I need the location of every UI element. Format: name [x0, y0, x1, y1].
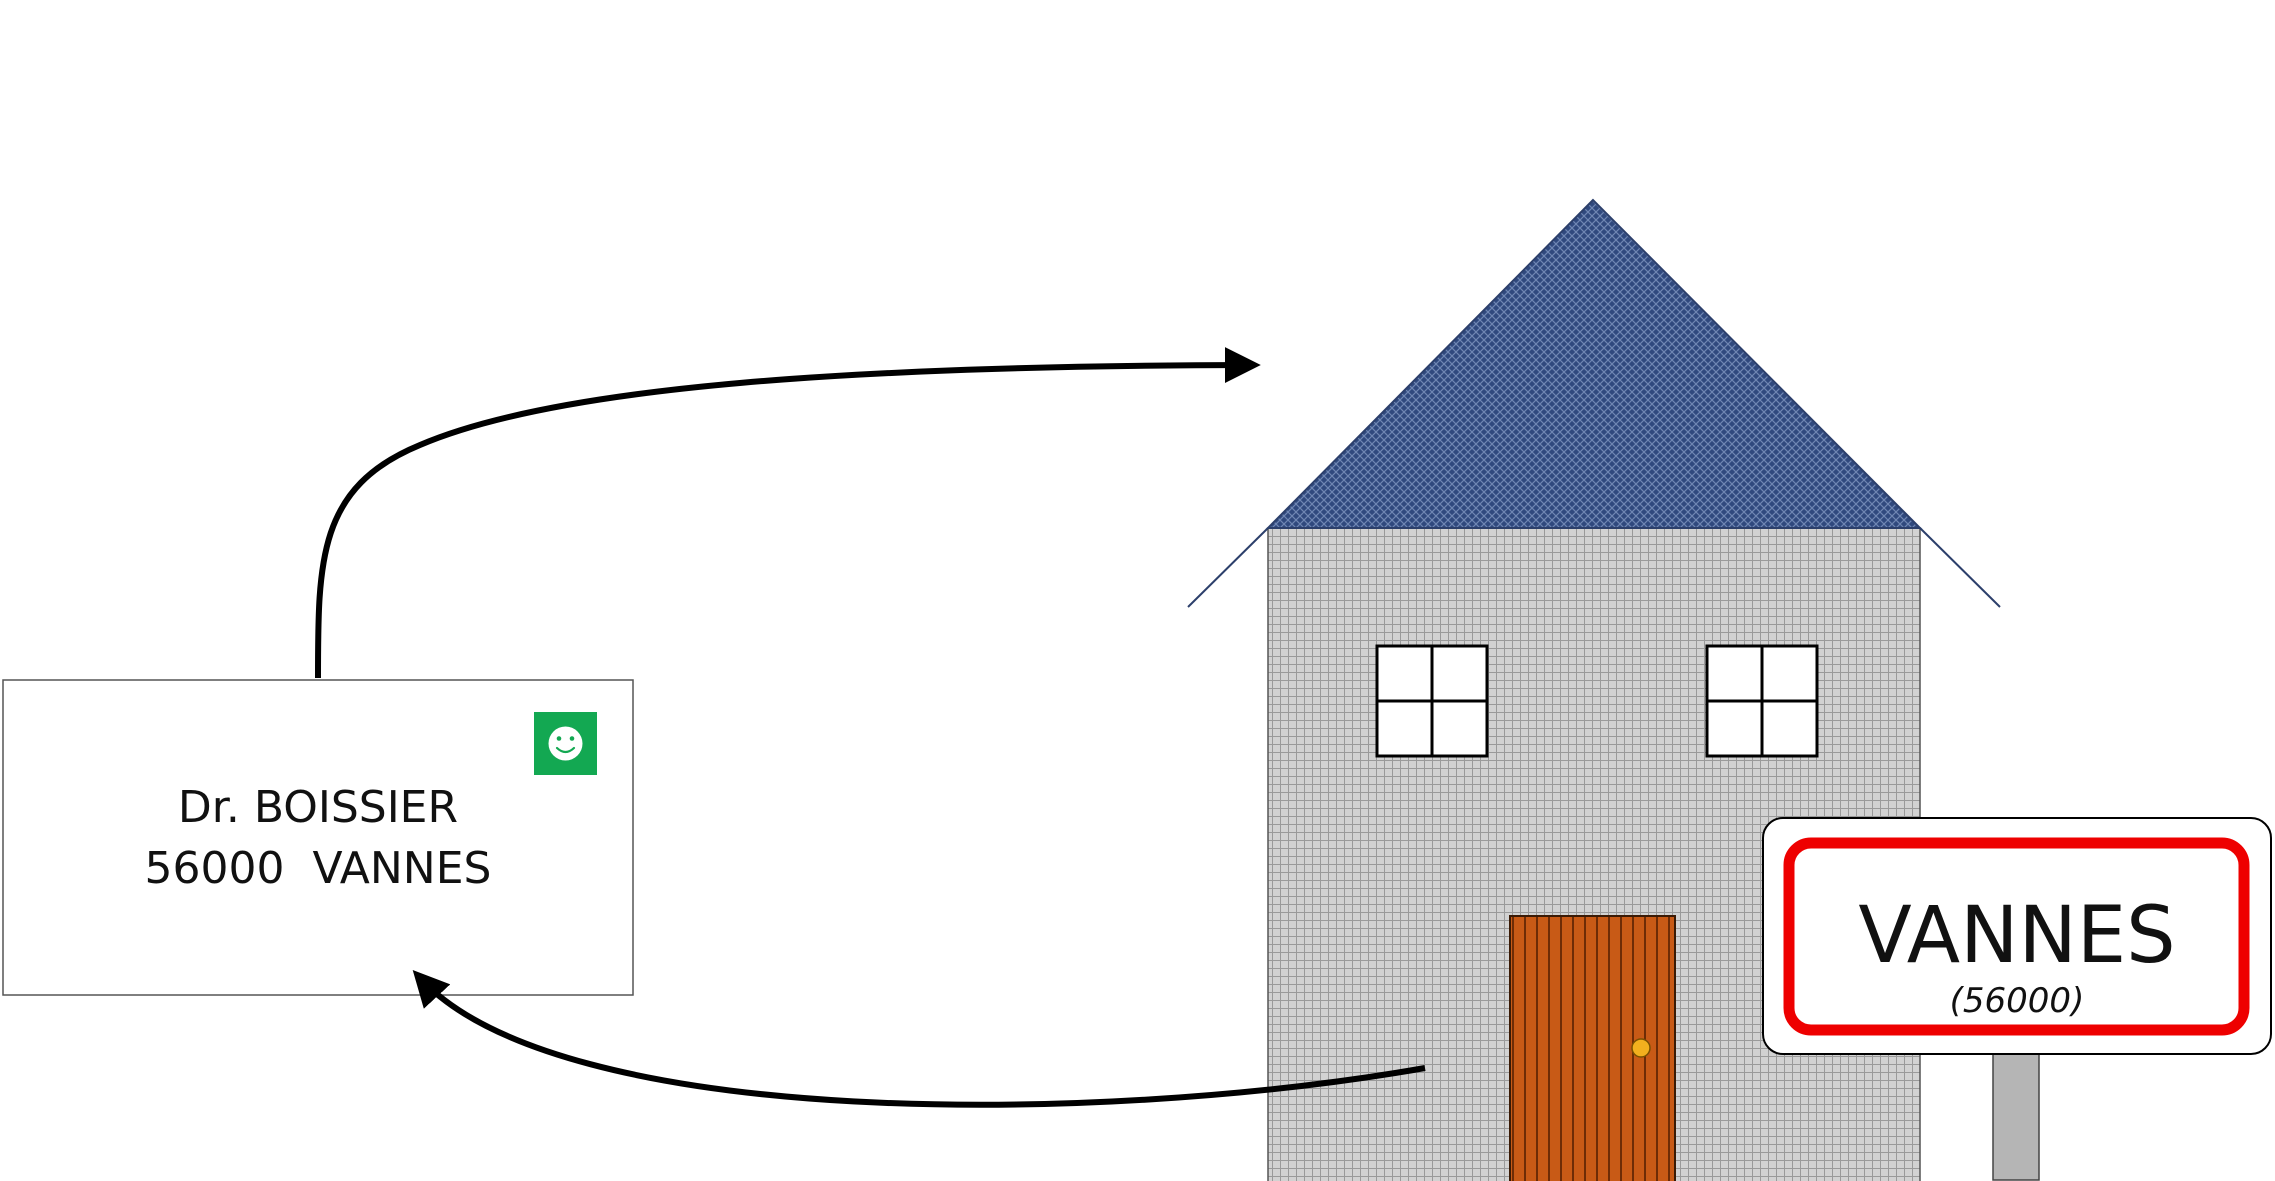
sign-panel [1762, 817, 2272, 1055]
sign-red-border [1783, 837, 2250, 1036]
envelope: Dr. BOISSIER 56000 VANNES [2, 679, 634, 996]
smiley-icon [548, 726, 583, 761]
stamp [534, 712, 597, 775]
door-knob [1631, 1038, 1651, 1058]
window-right [1705, 644, 1819, 758]
sign-city-name: VANNES [1858, 891, 2175, 981]
arrow-house-to-envelope [412, 970, 1426, 1108]
envelope-recipient-name: Dr. BOISSIER [178, 782, 458, 833]
city-sign: VANNES (56000) [1762, 817, 2272, 1181]
sign-post [1992, 1049, 2040, 1181]
envelope-recipient-address: 56000 VANNES [145, 843, 492, 894]
envelope-body [2, 679, 634, 996]
window-left [1375, 644, 1489, 758]
sign-postcode: (56000) [1950, 981, 2085, 1021]
house-roof [1265, 198, 1923, 529]
arrow-envelope-to-house [315, 347, 1261, 679]
roof-eave-right [1919, 527, 2001, 608]
roof-eave-left [1187, 527, 1269, 608]
